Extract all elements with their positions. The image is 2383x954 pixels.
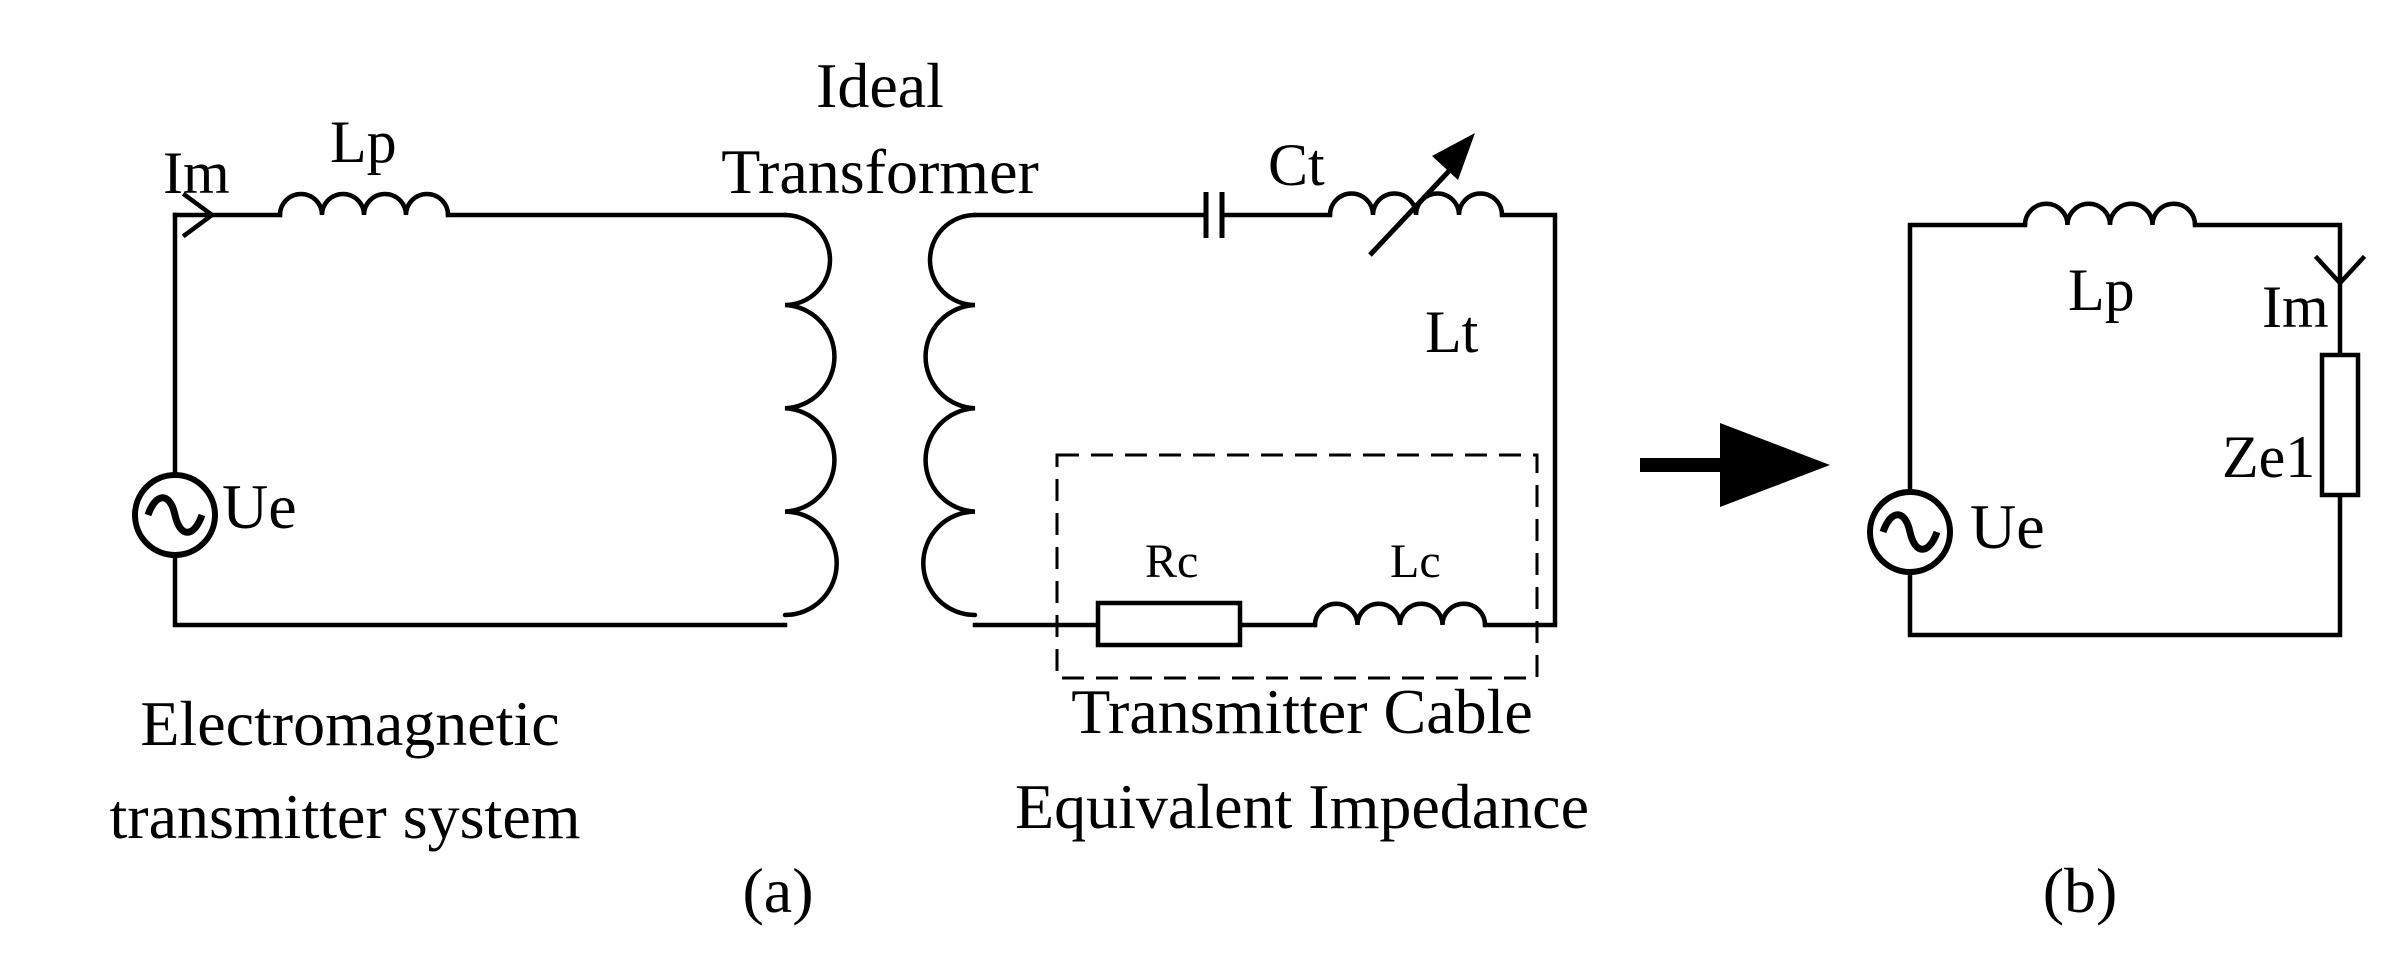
capacitor-ct-label: Ct (1268, 132, 1325, 198)
inductor-lp-icon (277, 191, 451, 218)
primary-left-wire (172, 212, 788, 628)
source-label-b: Ue (1970, 491, 2045, 562)
equivalent-circuit (1867, 201, 2367, 638)
transformer-secondary-coil-icon (921, 212, 978, 618)
system-caption-line1: Electromagnetic (140, 688, 559, 759)
transformer-label-line1: Ideal (816, 50, 944, 121)
cable-impedance-box (1055, 453, 1539, 680)
inductor-lc-label: Lc (1390, 535, 1441, 588)
primary-circuit (132, 191, 788, 628)
current-arrow-icon-b (2313, 254, 2367, 287)
impedance-ze1-label: Ze1 (2222, 424, 2315, 490)
inductor-lt-label: Lt (1425, 299, 1479, 365)
secondary-top-wire (972, 212, 1558, 628)
cable-caption-line1: Transmitter Cable (1071, 676, 1533, 747)
resistor-rc-label: Rc (1145, 535, 1198, 588)
source-label-a: Ue (222, 471, 297, 542)
resistor-rc-icon (1095, 600, 1243, 648)
inductor-lp-label-a: Lp (330, 109, 397, 175)
inductor-lt-icon (1327, 191, 1505, 218)
current-label-a: Im (163, 140, 230, 206)
system-caption-line2: transmitter system (109, 781, 580, 852)
panel-label-b: (b) (2043, 855, 2118, 926)
equivalence-arrow-icon (1640, 423, 1830, 507)
cable-caption-line2: Equivalent Impedance (1015, 771, 1589, 842)
impedance-ze1-icon (2319, 352, 2361, 498)
ac-source-icon (132, 472, 218, 558)
panel-label-a: (a) (742, 855, 813, 926)
equivalent-wires (1907, 222, 2343, 638)
inductor-lp-label-b: Lp (2068, 257, 2135, 323)
capacitor-ct-icon (1203, 192, 1225, 238)
transformer-label-line2: Transformer (721, 136, 1039, 207)
current-label-b: Im (2262, 274, 2329, 340)
ac-source-icon-b (1867, 489, 1953, 575)
variable-arrow-icon (1368, 133, 1475, 257)
inductor-lp-icon-b (2022, 201, 2198, 228)
secondary-circuit (972, 133, 1558, 680)
inductor-lc-icon (1312, 601, 1488, 628)
current-arrow-icon (181, 191, 216, 239)
transformer-primary-coil-icon (782, 212, 839, 618)
